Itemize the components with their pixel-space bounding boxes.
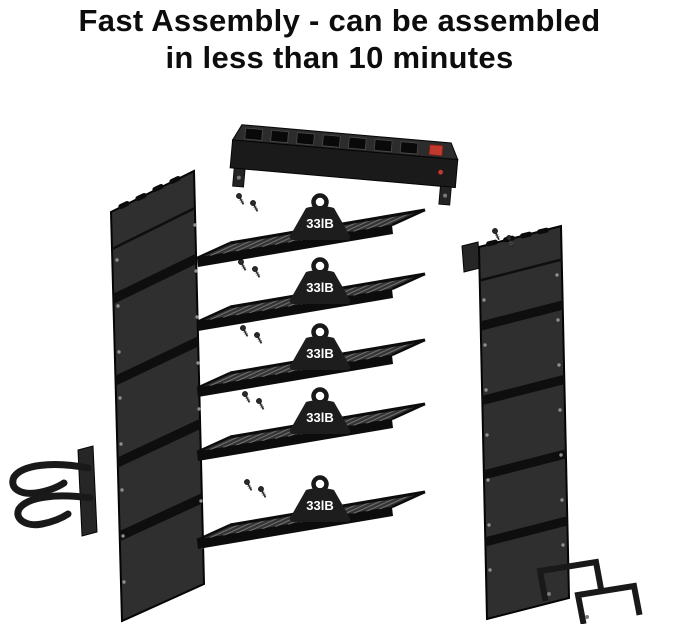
outlet-icon	[270, 129, 289, 144]
screw-icon	[238, 323, 251, 339]
screw-icon	[256, 484, 269, 500]
mounting-tab-right	[438, 185, 452, 206]
side-panel-right	[461, 224, 571, 621]
utility-hooks-left	[9, 445, 98, 537]
power-switch-icon	[428, 144, 444, 157]
screw-icon	[254, 396, 267, 412]
vent-slots-icon	[118, 175, 181, 210]
outlet-icon	[373, 138, 393, 153]
power-strip-outlets	[244, 127, 419, 155]
screw-icon	[490, 226, 503, 242]
page-title: Fast Assembly - can be assembled in less…	[0, 2, 679, 76]
outlet-icon	[347, 136, 367, 150]
utility-hooks-right	[536, 558, 643, 624]
outlet-icon	[322, 134, 341, 148]
panel-holes	[482, 273, 565, 572]
screw-icon	[242, 477, 255, 493]
side-panel-left	[109, 169, 206, 623]
panel-crossbars	[480, 300, 568, 547]
weight-label-2: 33lB	[306, 280, 333, 295]
power-led-icon	[438, 169, 443, 175]
outlet-icon	[296, 132, 315, 146]
title-line-2: in less than 10 minutes	[165, 40, 514, 76]
mounting-bracket	[461, 241, 481, 273]
weight-label-3: 33lB	[306, 346, 333, 361]
weight-label-5: 33lB	[306, 498, 333, 513]
weight-label-4: 33lB	[306, 410, 333, 425]
power-strip	[229, 124, 459, 206]
title-line-1: Fast Assembly - can be assembled	[78, 3, 601, 38]
vent-slots-icon	[486, 227, 549, 247]
screw-icon	[250, 264, 263, 280]
outlet-icon	[244, 127, 264, 141]
screw-icon	[240, 389, 253, 405]
screw-icon	[236, 257, 249, 273]
screw-icon	[252, 330, 265, 346]
screw-icon	[248, 198, 261, 214]
mounting-tab-left	[232, 167, 246, 188]
outlet-icon	[399, 141, 419, 155]
screw-icon	[234, 191, 247, 207]
panel-crossbars	[113, 253, 203, 542]
weight-label-1: 33lB	[306, 216, 333, 231]
